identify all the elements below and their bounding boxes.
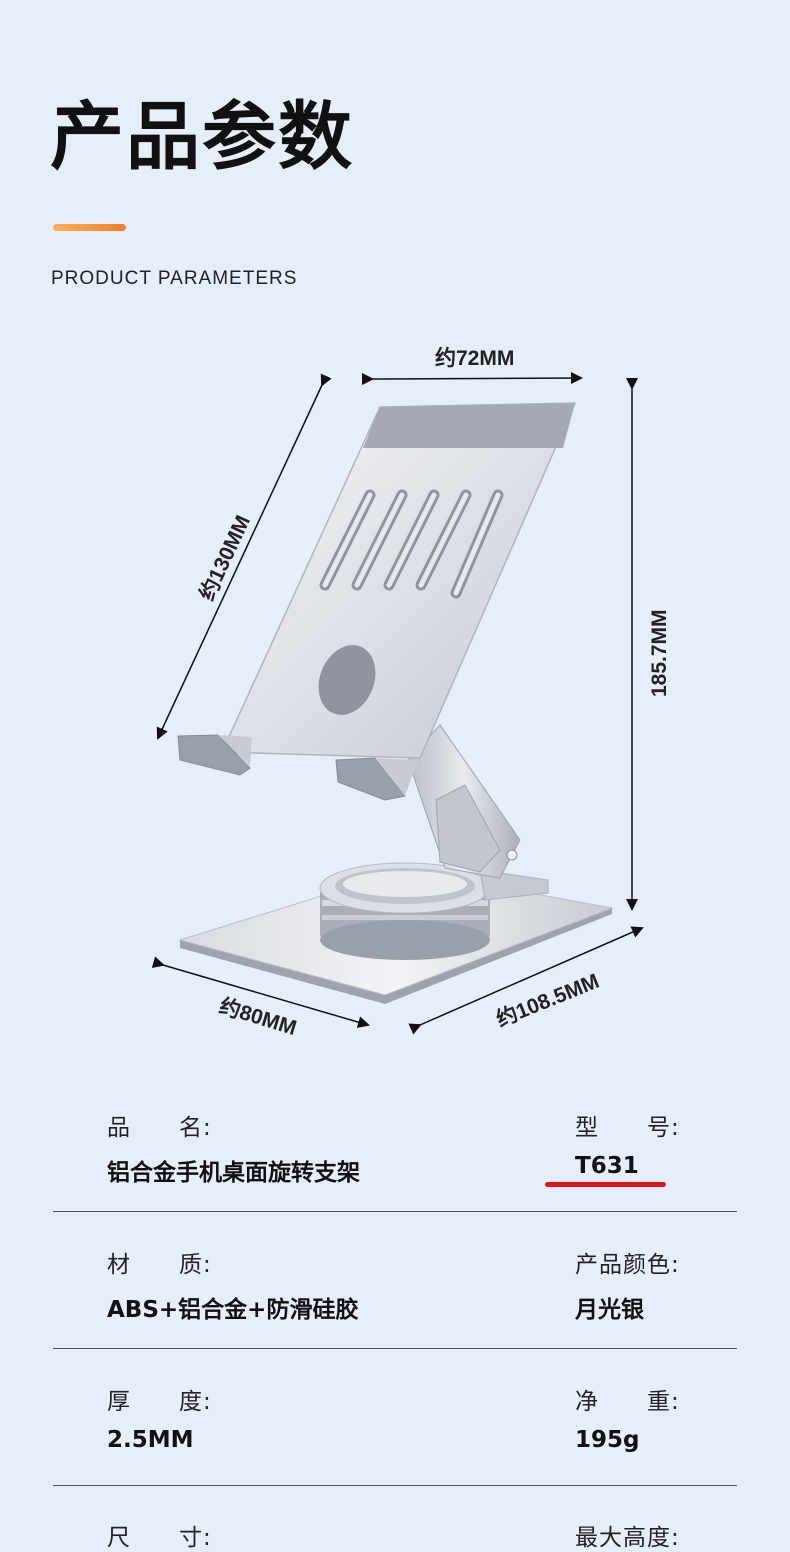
- divider: [53, 1211, 737, 1212]
- dim-height: 185.7MM: [648, 609, 671, 697]
- hinge-arm: [407, 724, 521, 879]
- spec-thickness-value: 2.5MM: [107, 1427, 194, 1453]
- spec-model-value: T631: [575, 1153, 639, 1179]
- page-title: 产品参数: [50, 94, 354, 180]
- spec-material-label: 材 质:: [107, 1252, 212, 1278]
- dim-top-width: 约72MM: [435, 346, 514, 370]
- divider: [53, 1485, 737, 1486]
- spec-size-label: 尺 寸:: [107, 1525, 212, 1551]
- page-subtitle: PRODUCT PARAMETERS: [51, 268, 298, 289]
- phone-plate: [177, 402, 577, 801]
- spec-color-label: 产品颜色:: [575, 1252, 680, 1278]
- spec-name-label: 品 名:: [107, 1115, 212, 1141]
- spec-thickness-label: 厚 度:: [107, 1389, 212, 1415]
- dimension-lines: [151, 372, 644, 1035]
- spec-weight-value: 195g: [575, 1427, 640, 1453]
- dim-base-length: 约108.5MM: [493, 969, 603, 1032]
- title-accent-bar: [53, 224, 126, 231]
- divider: [53, 1348, 737, 1349]
- spec-name-value: 铝合金手机桌面旋转支架: [107, 1160, 360, 1186]
- spec-material-value: ABS+铝合金+防滑硅胶: [107, 1297, 359, 1323]
- model-underline: [545, 1182, 666, 1187]
- spec-model-label: 型 号:: [575, 1115, 680, 1141]
- spec-weight-label: 净 重:: [575, 1389, 680, 1415]
- dim-plate-length: 约130MM: [195, 511, 255, 604]
- spec-max-height-label: 最大高度:: [575, 1525, 680, 1551]
- spec-color-value: 月光银: [575, 1297, 644, 1323]
